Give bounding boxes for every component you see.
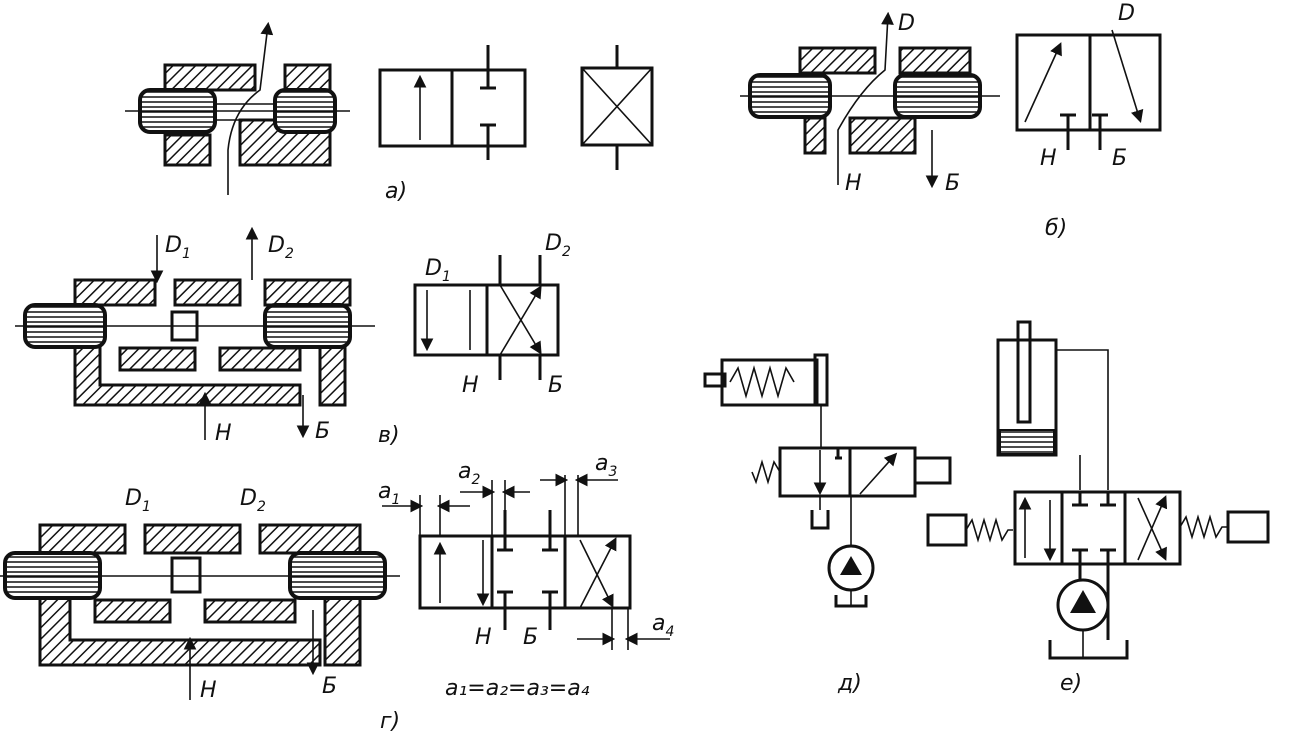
caption-e: е) bbox=[1060, 671, 1082, 696]
port-H-g: Н bbox=[200, 678, 217, 703]
port-D1: D1 bbox=[165, 233, 191, 262]
port-D2-symbol: D2 bbox=[545, 231, 571, 260]
port-B-v-symbol: Б bbox=[548, 373, 563, 398]
dim-a1: a1 bbox=[378, 479, 400, 508]
port-H-v-symbol: Н bbox=[462, 373, 479, 398]
valve-g: D1 D2 Н Б a1 a2 a3 a4 Н Б a₁=a₂=a₃=a₄ г) bbox=[0, 451, 674, 734]
port-H: Н bbox=[845, 171, 862, 196]
caption-a: а) bbox=[385, 179, 407, 204]
port-B-symbol: Б bbox=[1112, 146, 1127, 171]
dim-a3: a3 bbox=[595, 451, 617, 480]
port-B-g-symbol: Б bbox=[523, 625, 538, 650]
port-B-g: Б bbox=[322, 674, 337, 699]
port-D2: D2 bbox=[268, 233, 294, 262]
port-D2-g: D2 bbox=[240, 486, 266, 515]
caption-v: в) bbox=[378, 423, 400, 448]
caption-g: г) bbox=[380, 709, 400, 734]
dimension-equation: a₁=a₂=a₃=a₄ bbox=[445, 676, 590, 701]
dim-a4: a4 bbox=[652, 611, 674, 640]
dim-a2: a2 bbox=[458, 459, 480, 488]
valve-e: е) bbox=[926, 320, 1270, 696]
caption-b: б) bbox=[1045, 216, 1067, 241]
valve-v: D1 D2 Н Б D1 D2 Н Б в) bbox=[15, 226, 571, 448]
port-B-v: Б bbox=[315, 419, 330, 444]
caption-d: д) bbox=[837, 671, 862, 696]
port-H-v: Н bbox=[215, 421, 232, 446]
port-B: Б bbox=[945, 171, 960, 196]
port-H-g-symbol: Н bbox=[475, 625, 492, 650]
port-D1-symbol: D1 bbox=[425, 256, 451, 285]
valve-d: д) bbox=[703, 353, 952, 696]
valve-a: а) bbox=[125, 21, 654, 204]
port-D-symbol: D bbox=[1118, 1, 1135, 26]
port-D1-g: D1 bbox=[125, 486, 151, 515]
valve-b: D Н Б D Н Б б) bbox=[740, 1, 1162, 241]
port-H-symbol: Н bbox=[1040, 146, 1057, 171]
port-D: D bbox=[898, 11, 915, 36]
